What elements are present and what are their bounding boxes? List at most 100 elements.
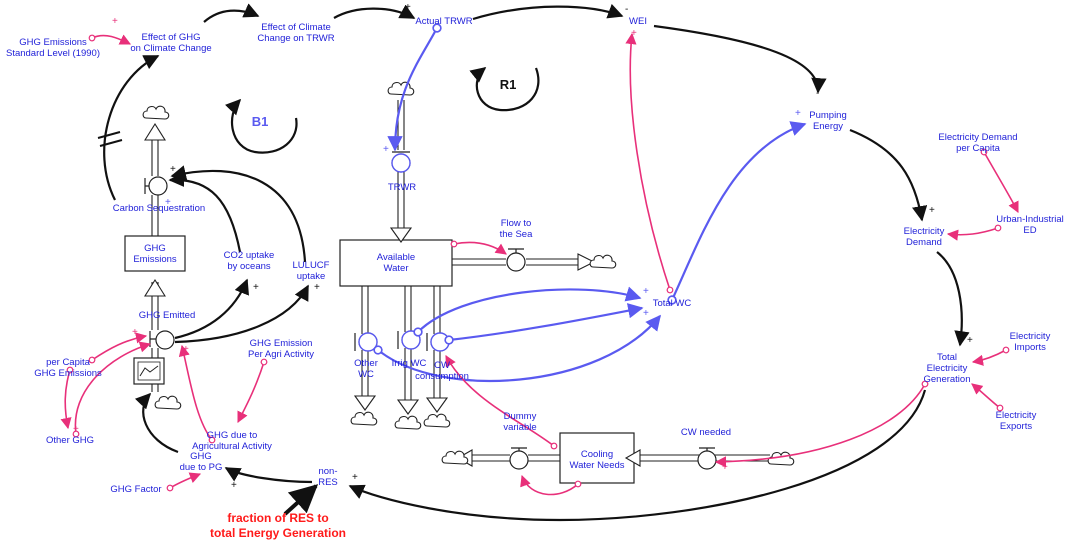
link-otherghg-ghgemitted [72,341,152,438]
available-water-stock[interactable] [339,239,453,287]
link-cooling-valve [520,474,582,496]
cooling-outflow-valve [509,450,529,470]
polarity-sign: + [183,344,189,355]
label-ghg-factor[interactable]: GHG Factor [110,484,161,495]
label-total-wc[interactable]: Total WC [653,298,692,309]
b1-loop-symbol [224,98,298,154]
polarity-sign: + [170,164,176,175]
link-imports-totalgen [971,346,1010,366]
polarity-sign: + [631,28,637,39]
cw-needed-valve [697,450,717,470]
cloud-icon [387,81,415,96]
polarity-sign: + [405,2,411,13]
link-elecdpc-urbanied [980,148,1019,214]
polarity-sign: - [246,4,249,15]
label-cw-needed[interactable]: CW needed [681,427,731,438]
label-other-ghg[interactable]: Other GHG [46,435,94,446]
polarity-sign: + [643,308,649,319]
polarity-sign: + [231,480,237,491]
link-cwneeded-dummy [445,355,558,450]
cloud-icon [589,254,617,269]
label-wei[interactable]: WEI [629,16,647,27]
link-urbanied-elecdemand [946,224,1002,241]
link-ghgemitted-lulucf [174,284,309,344]
link-irrigwc-totalwc [413,286,642,337]
pipe-arrowheads [144,122,641,467]
link-actualtrwr-trwr [387,23,442,152]
link-wei-pumping [653,24,827,94]
label-ghg-emitted[interactable]: GHG Emitted [139,310,196,321]
link-percapita-otherghg [60,366,74,430]
polarity-sign: + [383,144,389,155]
link-fraction-nonres [283,484,319,516]
label-irrig-wc[interactable]: Irrig WC [392,358,427,369]
ghg-emissions-stock[interactable] [124,235,186,272]
cloud-icon [142,105,170,120]
loop-label-b1: B1 [252,114,269,129]
cloud-icon [423,413,451,428]
polarity-sign: + [132,327,138,338]
polarity-sign: - [625,4,628,15]
link-totalwc-pumping [667,121,807,305]
polarity-sign: + [73,424,79,435]
link-exports-totalgen [971,383,1004,412]
polarity-sign: + [643,286,649,297]
carbon-sequestration-valve [148,176,168,196]
label-trwr[interactable]: TRWR [388,182,416,193]
polarity-sign: + [722,462,728,473]
polarity-sign: + [112,16,118,27]
loop-label-r1: R1 [500,77,517,92]
cooling-water-needs-stock[interactable] [559,432,635,484]
polarity-sign: + [967,335,973,346]
cloud-icon [350,411,378,426]
link-pumping-elecdemand [849,128,928,222]
link-ghgstandard-effectghg [88,34,132,45]
label-actual-trwr[interactable]: Actual TRWR [415,16,472,27]
link-available-flowsea [450,240,507,255]
link-ghgfactor-ghgpg [166,472,202,492]
link-elecdemand-totalgen [936,251,970,347]
label-carbon-seq[interactable]: Carbon Sequestration [113,203,205,214]
link-totalwc-wei [625,32,674,294]
polarity-sign: + [165,197,171,208]
lookup-graph-icon [133,357,165,385]
link-carbonseq-effectghg [103,55,160,201]
link-totalgen-cwneeded [714,380,929,468]
cloud-icon [441,450,469,465]
link-lulucf-carbonseq [170,165,307,263]
link-nonres-ghgpg [224,467,313,484]
link-ghgemitted-co2 [174,278,249,340]
r1-loop-symbol [469,67,540,112]
delay-mark [97,131,123,147]
polarity-sign: + [352,472,358,483]
ghg-emitted-valve [155,330,175,350]
link-effectcc-actualtrwr [333,4,416,19]
link-agriact-ghgdueagri [237,358,268,424]
link-actualtrwr-wei [472,3,624,21]
label-non-res[interactable]: non-RES [318,466,338,488]
